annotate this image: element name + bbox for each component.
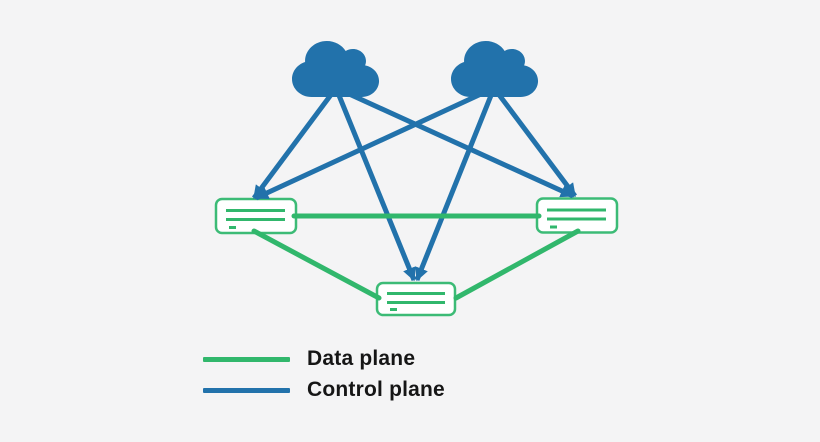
control-link-cloudleft-switchleft [251,86,339,200]
control-link-cloudright-switchleft [254,85,496,201]
switch-node-bottom [375,281,457,317]
control-link-cloudleft-switchbottom [333,87,417,282]
cloud-left-icon [292,41,380,97]
switch-node-right [535,197,619,234]
control-link-cloudright-switchright [492,86,577,198]
data-plane-swatch [203,356,290,362]
control-plane-label: Control plane [307,378,445,401]
switch-node-left [214,197,298,235]
legend-item-data-plane: Data plane [203,346,415,372]
control-plane-swatch [203,387,290,393]
data-link-switchbottom-switchright [453,228,581,301]
control-link-cloudleft-switchright [334,85,575,199]
cloud-right-icon [451,41,539,97]
data-link-switchleft-switchbottom [251,228,382,301]
data-plane-label: Data plane [307,347,416,370]
legend-item-control-plane: Control plane [203,377,445,403]
control-link-cloudright-switchbottom [414,87,497,282]
